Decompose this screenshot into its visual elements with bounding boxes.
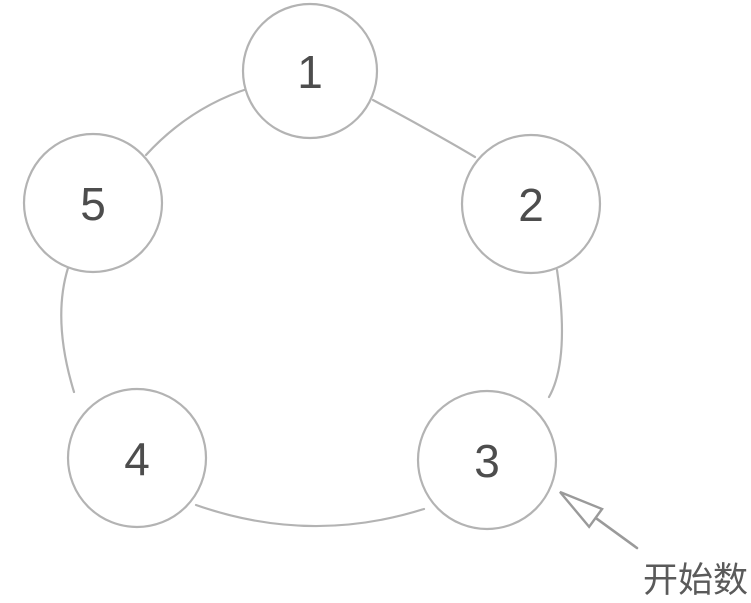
node-4-circle[interactable] (66, 387, 208, 529)
node-5-circle[interactable] (22, 132, 164, 274)
node-3[interactable]: 3 (416, 389, 558, 531)
node-group: 1 2 3 4 5 (22, 2, 602, 531)
node-4[interactable]: 4 (66, 387, 208, 529)
node-2-circle[interactable] (460, 133, 602, 275)
node-3-label: 3 (474, 435, 500, 487)
node-1[interactable]: 1 (241, 2, 379, 140)
edge-node1-node2 (371, 98, 477, 159)
start-annotation-group: 开始数 (559, 490, 748, 601)
edge-node2-node3 (547, 268, 564, 399)
edge-node3-node4 (194, 503, 426, 528)
annotation-arrow-head-icon (559, 490, 604, 529)
node-2[interactable]: 2 (460, 133, 602, 275)
node-4-label: 4 (124, 433, 150, 485)
edge-node5-node1 (144, 86, 252, 157)
node-5[interactable]: 5 (22, 132, 164, 274)
node-1-circle[interactable] (241, 2, 379, 140)
node-2-label: 2 (518, 179, 544, 231)
annotation-label: 开始数 (643, 561, 748, 601)
edge-node4-node5 (60, 266, 76, 394)
node-1-label: 1 (297, 46, 323, 98)
edge-group (60, 86, 564, 528)
node-3-circle[interactable] (416, 389, 558, 531)
node-5-label: 5 (80, 178, 106, 230)
